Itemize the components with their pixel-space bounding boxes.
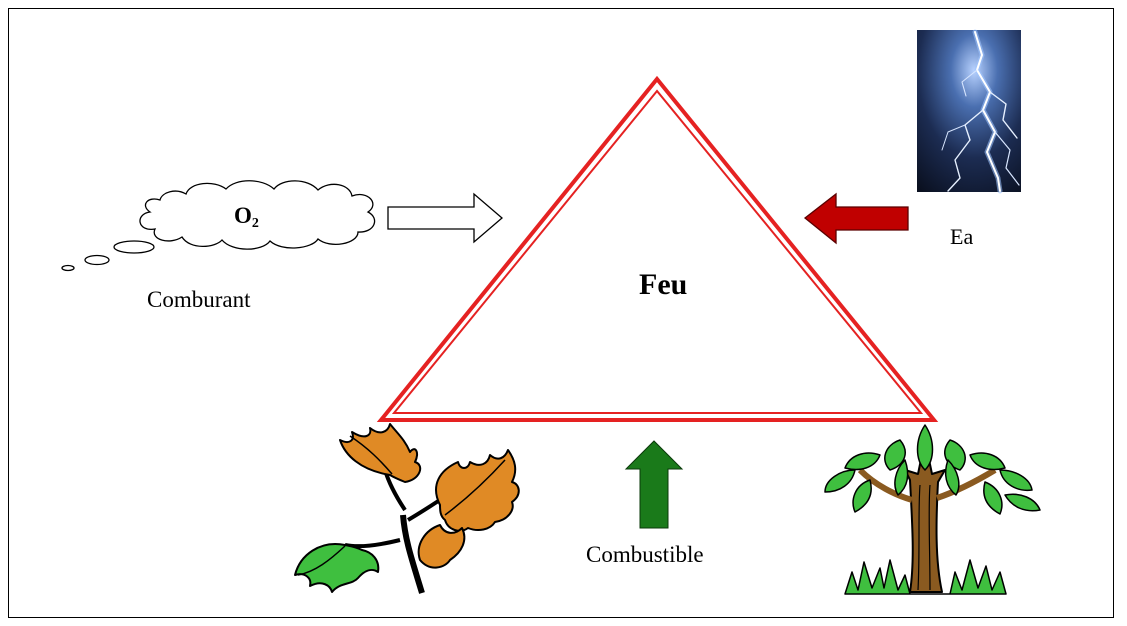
oxygen-symbol: O	[234, 203, 252, 228]
combustible-label: Combustible	[586, 542, 704, 567]
energy-arrow	[803, 192, 909, 245]
oxygen-arrow	[387, 192, 503, 244]
oxygen-cloud	[61, 180, 376, 272]
oak-leaves-icon	[294, 423, 520, 594]
comburant-label: Comburant	[147, 287, 251, 312]
oxygen-subscript: 2	[251, 216, 259, 231]
lightning-image	[917, 29, 1021, 194]
energy-label: Ea	[950, 224, 974, 249]
tree-icon	[824, 424, 1041, 595]
fire-triangle	[376, 75, 939, 422]
oxygen-formula: O2	[234, 203, 259, 232]
fire-label: Feu	[639, 268, 688, 301]
fuel-arrow	[624, 440, 684, 529]
